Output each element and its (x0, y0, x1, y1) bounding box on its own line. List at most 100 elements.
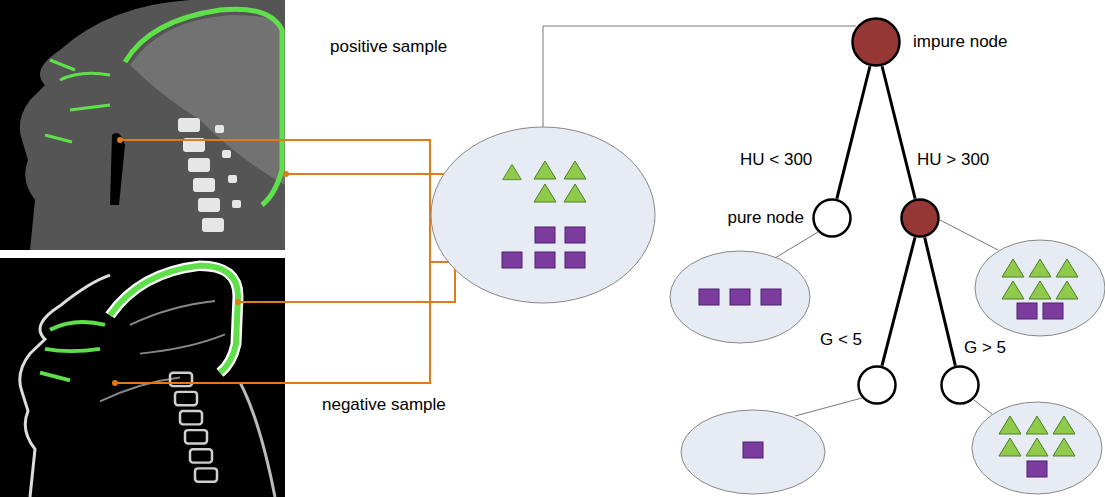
tree-branch (837, 66, 870, 198)
image-ground (0, 0, 285, 250)
spine (178, 118, 241, 232)
face-edge (20, 275, 110, 497)
airway (110, 133, 125, 205)
triangle-sample (564, 184, 586, 202)
negative-leader (115, 140, 430, 383)
edge-line (100, 301, 225, 401)
sample-set (431, 127, 655, 303)
vertebra (175, 392, 197, 405)
triangle-sample (534, 161, 556, 179)
sample-set (670, 251, 810, 343)
set-ellipse (972, 402, 1102, 494)
sample-dot (283, 171, 289, 177)
triangle-sample (564, 161, 586, 179)
vertebra (215, 125, 224, 133)
ct-image (0, 0, 285, 250)
node-circle (942, 367, 979, 404)
vertebra (190, 449, 212, 462)
vertebra (198, 198, 220, 212)
node-circle (857, 365, 897, 405)
image-ground (0, 258, 285, 497)
sample-set (972, 402, 1102, 494)
set-ellipse (670, 251, 810, 343)
triangle-sample (1053, 438, 1075, 456)
split-condition: G < 5 (818, 330, 864, 350)
node-circle (902, 200, 939, 237)
set-leader (795, 398, 862, 416)
square-sample (1017, 303, 1037, 319)
triangle-sample (999, 438, 1021, 456)
tree-node: impure node (851, 17, 901, 67)
sample-dot (117, 137, 123, 143)
sample-points (112, 137, 289, 386)
set-ellipse (975, 240, 1105, 336)
skull-outline (125, 9, 282, 205)
triangle-sample (1026, 416, 1048, 434)
set-leader (775, 232, 818, 258)
tree-branch (882, 237, 915, 365)
sample-set (681, 410, 825, 494)
node-circle (814, 200, 851, 237)
face-bone (45, 60, 110, 142)
square-sample (535, 227, 555, 243)
triangle-sample (1002, 281, 1024, 299)
vertebra (185, 430, 207, 443)
vertebra (170, 373, 192, 386)
vertebra (228, 175, 237, 183)
triangle-sample (1053, 416, 1075, 434)
square-sample (535, 252, 555, 268)
set-ellipse (431, 127, 655, 303)
positive-leader (238, 174, 455, 302)
set-leader (974, 400, 992, 414)
node-circle (940, 365, 980, 405)
sample-leaders (115, 140, 498, 383)
tree-branch (925, 237, 956, 365)
neck-edge (240, 382, 275, 497)
vertebra (222, 150, 231, 158)
vertebra (188, 158, 210, 172)
sample-set (975, 240, 1105, 336)
vertebra (178, 118, 200, 132)
node-label: impure node (913, 32, 1008, 52)
set-ellipse (681, 410, 825, 494)
square-sample (699, 289, 719, 305)
tree-branch (882, 66, 915, 198)
node-circle (851, 17, 901, 67)
head-silhouette (20, 0, 285, 250)
square-sample (1043, 303, 1063, 319)
face-bone (40, 322, 105, 380)
skull-outline (110, 266, 238, 373)
triangle-sample (534, 184, 556, 202)
triangle-sample (1029, 259, 1051, 277)
set-leader (940, 220, 998, 250)
tree-node (900, 198, 940, 238)
sample-label: positive sample (330, 37, 447, 57)
triangle-sample (1002, 259, 1024, 277)
sample-dot (235, 299, 241, 305)
tree-node (940, 365, 980, 405)
node-circle (859, 367, 896, 404)
vertebra (195, 468, 217, 481)
brain-region (130, 15, 285, 185)
triangle-sample (503, 164, 522, 179)
square-sample (1027, 461, 1047, 477)
square-sample (730, 289, 750, 305)
vertebra (180, 411, 202, 424)
tree-node (857, 365, 897, 405)
spine-edge (170, 373, 217, 482)
node-circle (812, 198, 852, 238)
triangle-sample (999, 416, 1021, 434)
sample-dot (112, 380, 118, 386)
gradient-image (20, 266, 275, 497)
triangle-sample (1056, 259, 1078, 277)
square-sample (502, 252, 522, 268)
triangle-sample (1026, 438, 1048, 456)
split-condition: G > 5 (962, 338, 1008, 358)
square-sample (565, 227, 585, 243)
vertebra (202, 218, 224, 232)
tree-node: pure node (812, 198, 852, 238)
